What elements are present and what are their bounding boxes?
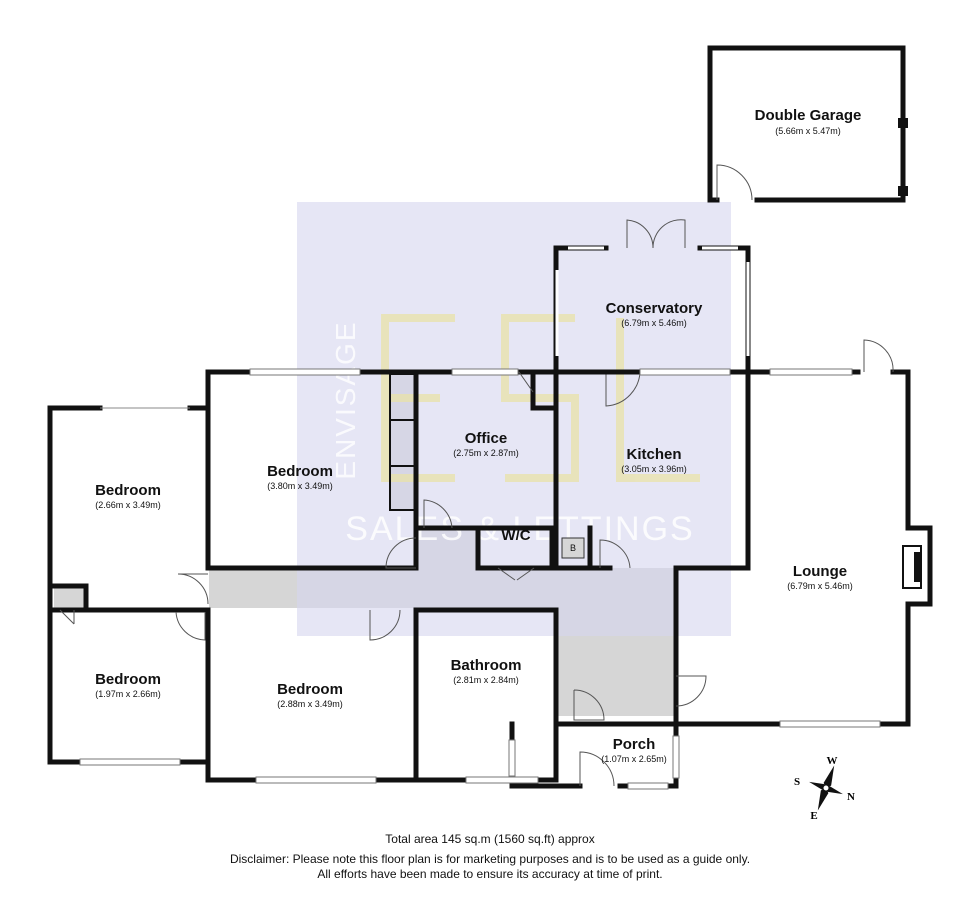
room-dims-bedroom-front: (2.88m x 3.49m) bbox=[277, 699, 343, 709]
room-name-wc: W/C bbox=[501, 527, 530, 544]
compass-w: W bbox=[827, 755, 838, 767]
fireplace bbox=[902, 545, 922, 589]
room-dims-office: (2.75m x 2.87m) bbox=[453, 448, 519, 458]
room-name-bedroom-front: Bedroom bbox=[277, 681, 343, 698]
compass-n: N bbox=[847, 791, 855, 803]
windows bbox=[79, 368, 881, 790]
compass-s: S bbox=[794, 776, 800, 788]
watermark-brand: ENVISAGE bbox=[330, 320, 361, 479]
room-name-bathroom: Bathroom bbox=[451, 657, 522, 674]
room-name-lounge: Lounge bbox=[793, 563, 847, 580]
room-name-bedroom-mid: Bedroom bbox=[267, 463, 333, 480]
room-dims-conservatory: (6.79m x 5.46m) bbox=[621, 318, 687, 328]
total-area-text: Total area 145 sq.m (1560 sq.ft) approx bbox=[385, 832, 595, 846]
conservatory-walls bbox=[553, 219, 751, 407]
room-name-porch: Porch bbox=[613, 736, 656, 753]
disclaimer-line-2: All efforts have been made to ensure its… bbox=[317, 867, 663, 881]
room-name-office: Office bbox=[465, 430, 508, 447]
room-dims-double-garage: (5.66m x 5.47m) bbox=[775, 126, 841, 136]
room-dims-bedroom-left: (2.66m x 3.49m) bbox=[95, 500, 161, 510]
wardrobes bbox=[389, 373, 417, 511]
room-dims-lounge: (6.79m x 5.46m) bbox=[787, 581, 853, 591]
compass-e: E bbox=[810, 810, 817, 822]
room-name-bedroom-small: Bedroom bbox=[95, 671, 161, 688]
room-dims-bathroom: (2.81m x 2.84m) bbox=[453, 675, 519, 685]
room-dims-porch: (1.07m x 2.65m) bbox=[601, 754, 667, 764]
doors bbox=[59, 339, 894, 787]
room-dims-kitchen: (3.05m x 3.96m) bbox=[621, 464, 687, 474]
room-name-conservatory: Conservatory bbox=[606, 300, 703, 317]
compass-rose-icon bbox=[809, 765, 843, 811]
room-dims-bedroom-small: (1.97m x 2.66m) bbox=[95, 689, 161, 699]
room-dims-bedroom-mid: (3.80m x 3.49m) bbox=[267, 481, 333, 491]
watermark: ENVISAGE SALES & LETTINGS bbox=[297, 202, 731, 636]
disclaimer-line-1: Disclaimer: Please note this floor plan … bbox=[229, 852, 751, 866]
room-name-bedroom-left: Bedroom bbox=[95, 482, 161, 499]
garage-walls bbox=[707, 45, 908, 203]
boiler-label: B bbox=[570, 543, 576, 553]
room-name-double-garage: Double Garage bbox=[755, 107, 862, 124]
room-name-kitchen: Kitchen bbox=[626, 446, 681, 463]
